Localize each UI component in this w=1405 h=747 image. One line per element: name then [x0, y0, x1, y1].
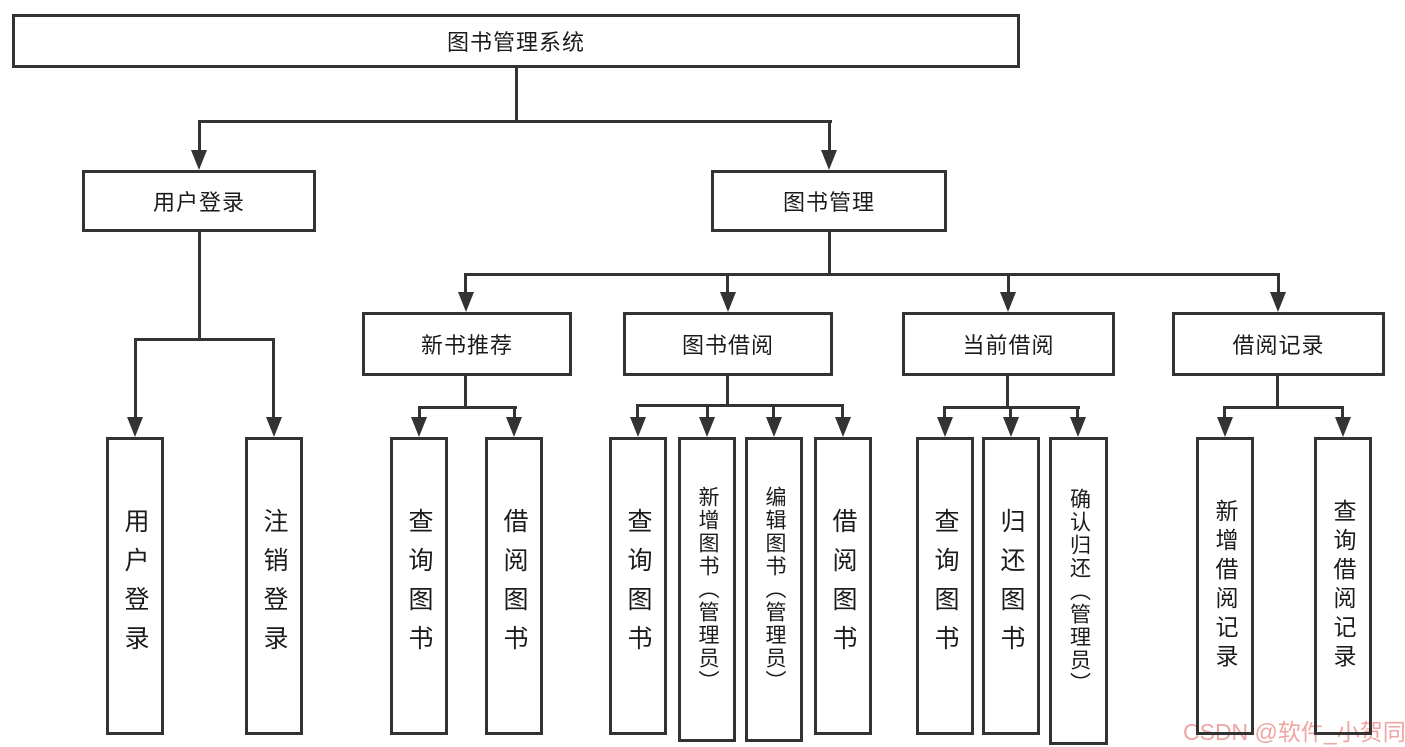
connector-line — [134, 338, 137, 417]
connector-line — [464, 273, 467, 292]
connector-line — [513, 406, 516, 417]
arrowhead-down-icon — [821, 150, 837, 170]
node-current-borrow: 当前借阅 — [902, 312, 1115, 376]
arrowhead-down-icon — [191, 150, 207, 170]
connector-line — [272, 338, 275, 417]
connector-line — [726, 273, 729, 292]
connector-line — [828, 120, 831, 150]
connector-line — [1224, 406, 1344, 409]
arrowhead-down-icon — [1070, 417, 1086, 437]
arrowhead-down-icon — [1335, 417, 1351, 437]
connector-line — [465, 273, 1280, 276]
arrowhead-down-icon — [1003, 417, 1019, 437]
leaf-current-return-book: 归还图书 — [982, 437, 1040, 735]
leaf-records-add-borrow-record: 新增借阅记录 — [1196, 437, 1254, 735]
arrowhead-down-icon — [127, 417, 143, 437]
connector-line — [828, 232, 831, 273]
connector-line — [1076, 406, 1079, 417]
node-book-mgmt: 图书管理 — [711, 170, 947, 232]
node-root: 图书管理系统 — [12, 14, 1020, 68]
connector-line — [636, 404, 639, 417]
connector-line — [1341, 406, 1344, 417]
leaf-borrow-add-book-admin: 新增图书（管理员） — [678, 437, 736, 742]
connector-line — [1007, 273, 1010, 292]
arrowhead-down-icon — [266, 417, 282, 437]
connector-line — [515, 68, 518, 120]
leaf-recommend-borrow-book: 借阅图书 — [485, 437, 543, 735]
connector-line — [418, 406, 421, 417]
connector-line — [841, 404, 844, 417]
connector-line — [726, 376, 729, 404]
arrowhead-down-icon — [411, 417, 427, 437]
connector-line — [772, 404, 775, 417]
arrowhead-down-icon — [937, 417, 953, 437]
node-new-book-recommend: 新书推荐 — [362, 312, 572, 376]
arrowhead-down-icon — [699, 417, 715, 437]
arrowhead-down-icon — [506, 417, 522, 437]
leaf-user-login: 用户登录 — [106, 437, 164, 735]
arrowhead-down-icon — [766, 417, 782, 437]
node-book-borrow: 图书借阅 — [623, 312, 833, 376]
leaf-records-query-borrow-record: 查询借阅记录 — [1314, 437, 1372, 735]
connector-line — [637, 404, 844, 407]
node-user-login: 用户登录 — [82, 170, 316, 232]
connector-line — [134, 338, 275, 341]
connector-line — [1276, 376, 1279, 406]
connector-line — [198, 120, 832, 123]
leaf-user-logout: 注销登录 — [245, 437, 303, 735]
connector-line — [944, 406, 1080, 409]
connector-line — [706, 404, 709, 417]
arrowhead-down-icon — [630, 417, 646, 437]
leaf-borrow-query-book: 查询图书 — [609, 437, 667, 735]
connector-line — [198, 120, 201, 150]
arrowhead-down-icon — [720, 292, 736, 312]
connector-line — [1277, 273, 1280, 292]
leaf-current-confirm-return-admin: 确认归还（管理员） — [1049, 437, 1108, 745]
connector-line — [1009, 406, 1012, 417]
arrowhead-down-icon — [1270, 292, 1286, 312]
leaf-borrow-borrow-book: 借阅图书 — [814, 437, 872, 735]
arrowhead-down-icon — [458, 292, 474, 312]
connector-line — [943, 406, 946, 417]
connector-line — [464, 376, 467, 406]
leaf-recommend-query-book: 查询图书 — [390, 437, 448, 735]
connector-line — [418, 406, 517, 409]
connector-line — [1223, 406, 1226, 417]
node-borrow-records: 借阅记录 — [1172, 312, 1385, 376]
arrowhead-down-icon — [1217, 417, 1233, 437]
leaf-current-query-book: 查询图书 — [916, 437, 974, 735]
connector-line — [198, 232, 201, 338]
arrowhead-down-icon — [1000, 292, 1016, 312]
arrowhead-down-icon — [835, 417, 851, 437]
connector-line — [1006, 376, 1009, 406]
leaf-borrow-edit-book-admin: 编辑图书（管理员） — [745, 437, 803, 742]
